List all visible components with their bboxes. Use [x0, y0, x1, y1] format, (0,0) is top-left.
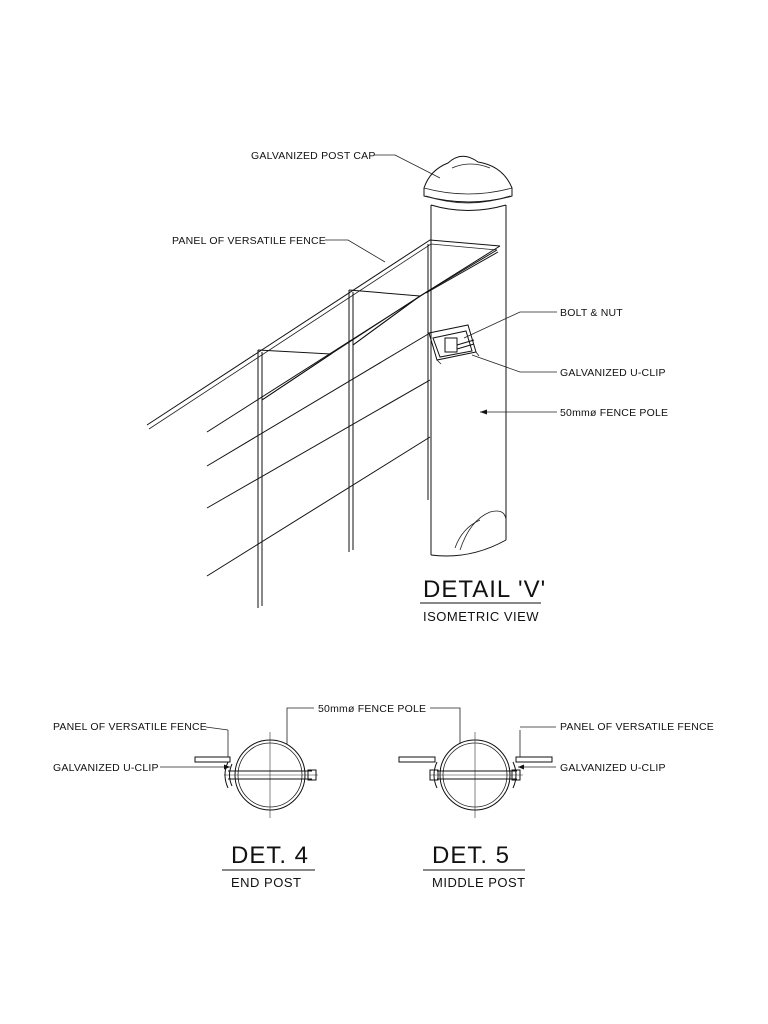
det5-title: DET. 5	[432, 842, 510, 869]
label-post-cap: GALVANIZED POST CAP	[251, 150, 376, 162]
label-u-clip: GALVANIZED U-CLIP	[560, 367, 666, 379]
det5-label-clip: GALVANIZED U-CLIP	[560, 762, 666, 774]
det4-label-panel: PANEL OF VERSATILE FENCE	[53, 721, 207, 733]
detail-v-subtitle: ISOMETRIC VIEW	[423, 609, 539, 624]
det4-label-clip: GALVANIZED U-CLIP	[53, 762, 159, 774]
det5-section: PANEL OF VERSATILE FENCE GALVANIZED U-CL…	[398, 721, 714, 890]
detail-v-title: DETAIL 'V'	[423, 576, 546, 603]
det4-section: PANEL OF VERSATILE FENCE GALVANIZED U-CL…	[53, 721, 318, 890]
section-details: 50mmø FENCE POLE PANEL OF VERSATILE FENC…	[53, 703, 714, 890]
det4-title: DET. 4	[231, 842, 309, 869]
det5-subtitle: MIDDLE POST	[432, 875, 526, 890]
det5-label-panel: PANEL OF VERSATILE FENCE	[560, 721, 714, 733]
fence-pole	[430, 204, 507, 557]
leader-lines	[325, 154, 557, 415]
label-panel: PANEL OF VERSATILE FENCE	[172, 235, 326, 247]
fence-panel	[146, 239, 501, 608]
isometric-view: GALVANIZED POST CAP PANEL OF VERSATILE F…	[146, 150, 668, 624]
det4-subtitle: END POST	[231, 875, 301, 890]
label-bolt-nut: BOLT & NUT	[560, 307, 623, 319]
u-clip	[428, 324, 480, 365]
label-section-fence-pole: 50mmø FENCE POLE	[318, 703, 426, 715]
label-fence-pole: 50mmø FENCE POLE	[560, 407, 668, 419]
post-cap	[423, 155, 513, 204]
